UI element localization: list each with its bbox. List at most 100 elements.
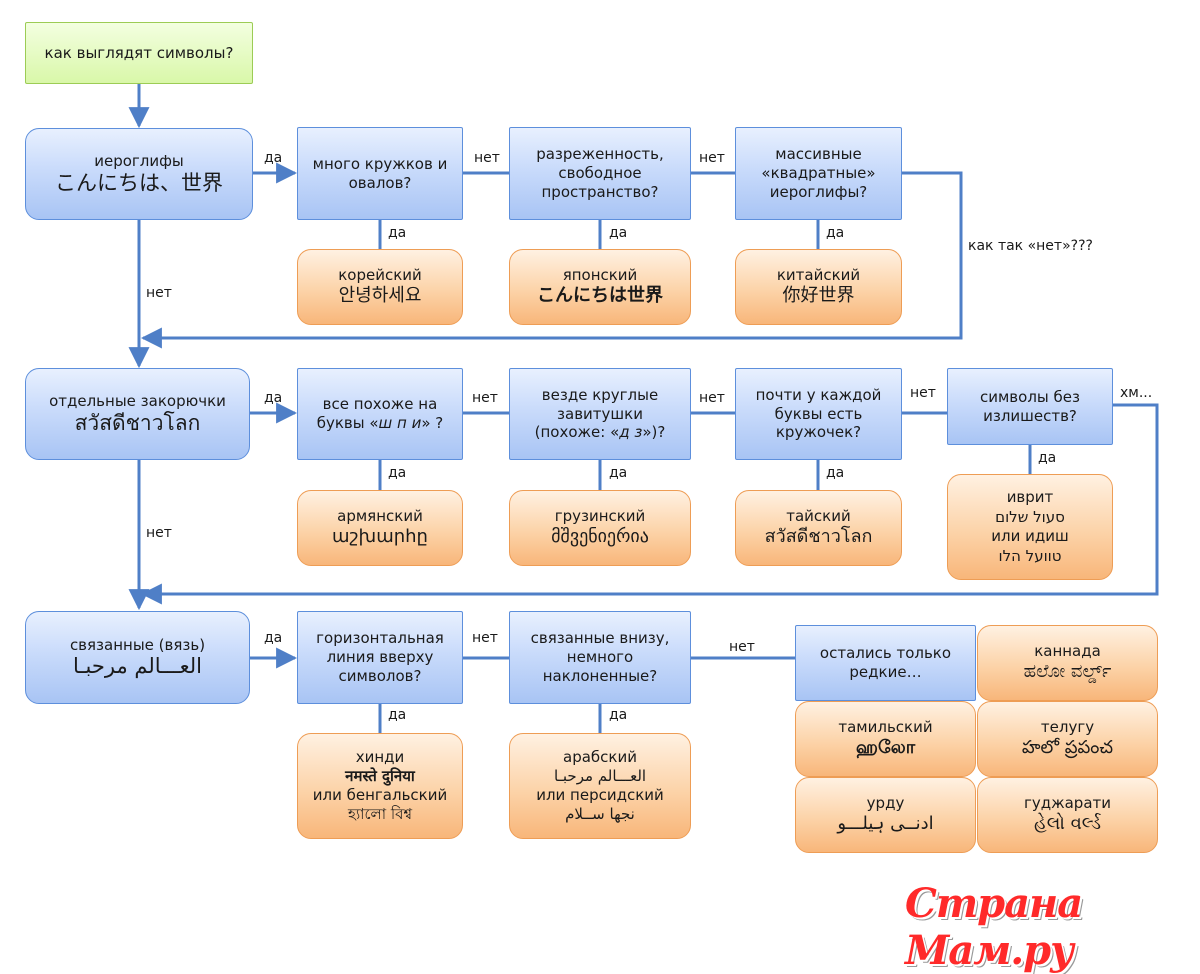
ligature-sample: العـــالم مرحبـا xyxy=(73,654,202,679)
label-no-hier: нет xyxy=(146,285,172,301)
arabic-l3: или персидский xyxy=(536,786,664,804)
answer-armenian: армянский աշխարհը xyxy=(297,490,463,566)
question-armenian-pre: буквы « xyxy=(316,414,379,432)
squiggles-label: отдельные закорючки xyxy=(49,392,226,411)
answer-hindi: хинди नमस्ते दुनिया или бенгальский হ্যা… xyxy=(297,733,463,839)
label-yes-z1: да xyxy=(388,465,407,481)
ligature-label: связанные (вязь) xyxy=(69,635,206,654)
question-thai: почти у каждой буквы есть кружочек? xyxy=(755,385,882,442)
answer-georgian: грузинский მშვენიერია xyxy=(509,490,691,566)
korean-name: корейский xyxy=(338,266,422,285)
connector-lines xyxy=(128,84,1159,733)
start-box: как выглядят символы? xyxy=(25,22,253,84)
squiggles-sample: สวัสดีชาวโลก xyxy=(74,410,201,435)
hindi-l4: হ্যালো বিশ্ব xyxy=(347,805,413,824)
question-circles: много кружков и овалов? xyxy=(312,154,448,192)
answer-korean: корейский 안녕하세요 xyxy=(297,249,463,325)
gujarati-sample: હેલો વર્લ્ડ xyxy=(1033,813,1102,835)
hindi-l2: नमस्ते दुनिया xyxy=(345,766,415,785)
gujarati-name: гуджарати xyxy=(1023,794,1112,813)
label-how-no: как так «нет»??? xyxy=(968,238,1093,254)
arabic-l2: العـــالم مرحبـا xyxy=(553,766,647,785)
arrow-zak-q4-hm xyxy=(140,403,1159,605)
question-sparse-box: разреженность, свободное пространство? xyxy=(509,127,691,220)
telugu-sample: హలో ప్రపంచ xyxy=(1021,737,1114,759)
label-yes-h1: да xyxy=(388,225,407,241)
start-label: как выглядят символы? xyxy=(44,43,234,62)
label-no-h1: нет xyxy=(474,150,500,166)
answer-chinese: китайский 你好世界 xyxy=(735,249,902,325)
kannada-name: каннада xyxy=(1034,642,1101,661)
label-yes-z2: да xyxy=(609,465,628,481)
watermark-logo: Страна Мам.ру xyxy=(905,880,1083,974)
answer-tamil: тамильский ஹலோ xyxy=(795,701,976,777)
answer-kannada: каннада ಹಲೋ ವರ್ಲ್ಡ್ xyxy=(977,625,1158,701)
question-sparse: разреженность, свободное пространство? xyxy=(536,145,664,201)
hindi-l1: хинди xyxy=(355,747,405,766)
answer-gujarati: гуджарати હેલો વર્લ્ડ xyxy=(977,777,1158,853)
hebrew-l1: иврит xyxy=(1006,488,1054,506)
question-georgian-l1: везде круглые xyxy=(541,385,659,404)
question-hindi-box: горизонтальная линия вверху символов? xyxy=(297,611,463,704)
arrow-hier-q3-no xyxy=(140,171,963,349)
hebrew-l2: סעול שלום xyxy=(995,507,1065,526)
ligature-box: связанные (вязь) العـــالم مرحبـا xyxy=(25,611,250,704)
question-georgian-l2: завитушки xyxy=(557,404,643,423)
label-yes-zak: да xyxy=(264,390,283,406)
chinese-name: китайский xyxy=(776,266,861,285)
answer-hebrew: иврит סעול שלום или идиш טוועל הלו xyxy=(947,474,1113,580)
label-yes-h3: да xyxy=(826,225,845,241)
thai-sample: สวัสดีชาวโลก xyxy=(764,526,873,548)
squiggles-box: отдельные закорючки สวัสดีชาวโลก xyxy=(25,368,250,460)
question-armenian-l2: буквы «ш п и» ? xyxy=(317,414,444,433)
rare-box: остались только редкие… xyxy=(795,625,976,701)
korean-sample: 안녕하세요 xyxy=(338,285,422,307)
question-armenian-letters: ш п и xyxy=(378,414,422,432)
label-no-z1: нет xyxy=(472,390,498,406)
georgian-sample: მშვენიერია xyxy=(551,526,649,548)
question-hebrew-box: символы без излишеств? xyxy=(947,368,1113,445)
question-arabic-box: связанные внизу, немного наклоненные? xyxy=(509,611,691,704)
question-square: массивные «квадратные» иероглифы? xyxy=(761,145,876,201)
label-no-l2: нет xyxy=(729,639,755,655)
hieroglyphs-sample: こんにちは、世界 xyxy=(55,170,223,195)
label-no-h2: нет xyxy=(699,150,725,166)
question-armenian-box: все похоже на буквы «ш п и» ? xyxy=(297,368,463,460)
question-georgian-l3: (похоже: «д з»)? xyxy=(535,423,666,442)
hieroglyphs-label: иероглифы xyxy=(94,152,184,171)
label-yes-lig: да xyxy=(264,630,283,646)
tamil-name: тамильский xyxy=(838,718,933,737)
question-hebrew: символы без излишеств? xyxy=(980,387,1080,425)
question-square-box: массивные «квадратные» иероглифы? xyxy=(735,127,902,220)
label-no-z2: нет xyxy=(699,390,725,406)
thai-name: тайский xyxy=(786,507,851,526)
hebrew-l3: или идиш xyxy=(991,527,1069,545)
question-georgian-pre: (похоже: « xyxy=(534,423,620,442)
rare-label: остались только редкие… xyxy=(819,644,952,681)
question-circles-box: много кружков и овалов? xyxy=(297,127,463,220)
chinese-sample: 你好世界 xyxy=(782,285,855,307)
label-yes-z3: да xyxy=(826,465,845,481)
tamil-sample: ஹலோ xyxy=(855,737,916,759)
label-hm: хм... xyxy=(1120,385,1153,401)
hebrew-l4: טוועל הלו xyxy=(998,546,1062,565)
question-armenian-l1: все похоже на xyxy=(322,395,438,414)
hieroglyphs-box: иероглифы こんにちは、世界 xyxy=(25,128,253,220)
question-arabic: связанные внизу, немного наклоненные? xyxy=(530,629,670,685)
answer-arabic: арабский العـــالم مرحبـا или персидский… xyxy=(509,733,691,839)
label-no-z3: нет xyxy=(910,385,936,401)
answer-telugu: телугу హలో ప్రపంచ xyxy=(977,701,1158,777)
question-thai-box: почти у каждой буквы есть кружочек? xyxy=(735,368,902,460)
label-yes-h2: да xyxy=(609,225,628,241)
hindi-l3: или бенгальский xyxy=(312,786,448,804)
urdu-sample: ادنــی ہیلـــو xyxy=(837,813,934,835)
question-georgian-post: »)? xyxy=(642,423,666,442)
armenian-sample: աշխարհը xyxy=(332,526,428,548)
japanese-name: японский xyxy=(562,266,638,285)
japanese-sample: こんにちは世界 xyxy=(537,285,663,307)
arabic-l4: نجها ســلام xyxy=(565,805,635,824)
answer-japanese: японский こんにちは世界 xyxy=(509,249,691,325)
question-hindi: горизонтальная линия вверху символов? xyxy=(316,629,444,685)
armenian-name: армянский xyxy=(337,507,423,526)
telugu-name: телугу xyxy=(1040,718,1095,737)
